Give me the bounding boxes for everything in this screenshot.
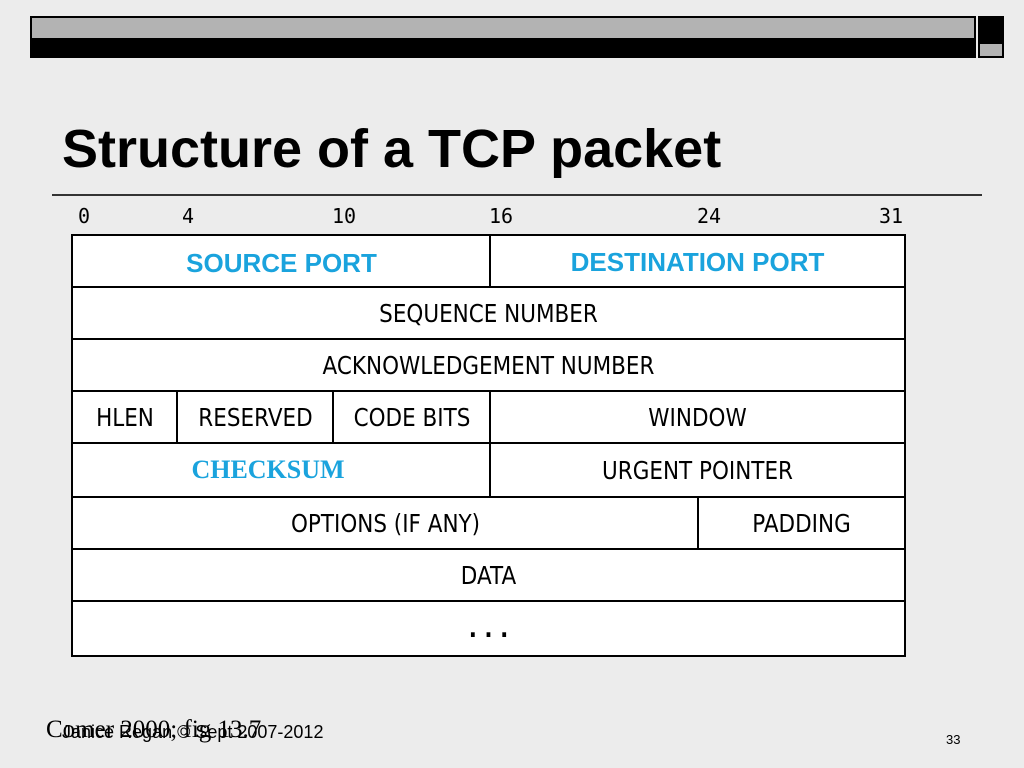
- divider: [332, 392, 334, 442]
- row-sequence: SEQUENCE NUMBER: [73, 288, 904, 340]
- field-code-bits: CODE BITS: [353, 402, 471, 432]
- top-bar-square-black: [978, 16, 1004, 42]
- bit-label-24: 24: [697, 204, 722, 228]
- bit-label-0: 0: [78, 204, 91, 228]
- field-source-port: SOURCE PORT: [186, 248, 377, 278]
- slide-title: Structure of a TCP packet: [62, 119, 722, 179]
- field-ack-number: ACKNOWLEDGEMENT NUMBER: [322, 350, 655, 380]
- row-continuation: . . .: [73, 602, 904, 655]
- author-credit: Janice Regan © Sept 2007-2012: [62, 722, 324, 742]
- figure-citation: Comer 2000; fig 13.7: [46, 716, 262, 743]
- top-bar-grey: [30, 16, 976, 40]
- field-window: WINDOW: [648, 402, 747, 432]
- field-options: OPTIONS (IF ANY): [290, 508, 481, 538]
- page-number: 33: [946, 732, 961, 747]
- top-bar-black: [30, 40, 976, 58]
- row-ports: SOURCE PORT DESTINATION PORT: [73, 236, 904, 288]
- top-bar-square-grey: [978, 42, 1004, 58]
- row-ack: ACKNOWLEDGEMENT NUMBER: [73, 340, 904, 392]
- tcp-header-diagram: SOURCE PORT DESTINATION PORT SEQUENCE NU…: [71, 234, 906, 657]
- divider: [489, 444, 491, 496]
- field-data: DATA: [460, 560, 517, 590]
- bit-label-10: 10: [332, 204, 357, 228]
- row-flags: HLEN RESERVED CODE BITS WINDOW: [73, 392, 904, 444]
- top-decoration-bar: [30, 16, 1004, 58]
- bit-label-16: 16: [489, 204, 514, 228]
- field-ellipsis: . . .: [468, 614, 509, 643]
- title-divider: [52, 194, 982, 196]
- field-checksum: CHECKSUM: [191, 455, 345, 484]
- divider: [176, 392, 178, 442]
- field-sequence-number: SEQUENCE NUMBER: [379, 298, 598, 328]
- field-padding: PADDING: [752, 508, 851, 538]
- row-checksum: CHECKSUM URGENT POINTER: [73, 444, 904, 498]
- divider: [489, 392, 491, 442]
- field-destination-port: DESTINATION PORT: [570, 246, 825, 277]
- bit-label-31: 31: [879, 204, 904, 228]
- divider: [489, 236, 491, 286]
- row-options: OPTIONS (IF ANY) PADDING: [73, 498, 904, 550]
- bit-label-4: 4: [182, 204, 195, 228]
- field-reserved: RESERVED: [198, 402, 313, 432]
- row-data: DATA: [73, 550, 904, 602]
- field-urgent-pointer: URGENT POINTER: [602, 455, 793, 485]
- divider: [697, 498, 699, 548]
- field-hlen: HLEN: [96, 402, 154, 432]
